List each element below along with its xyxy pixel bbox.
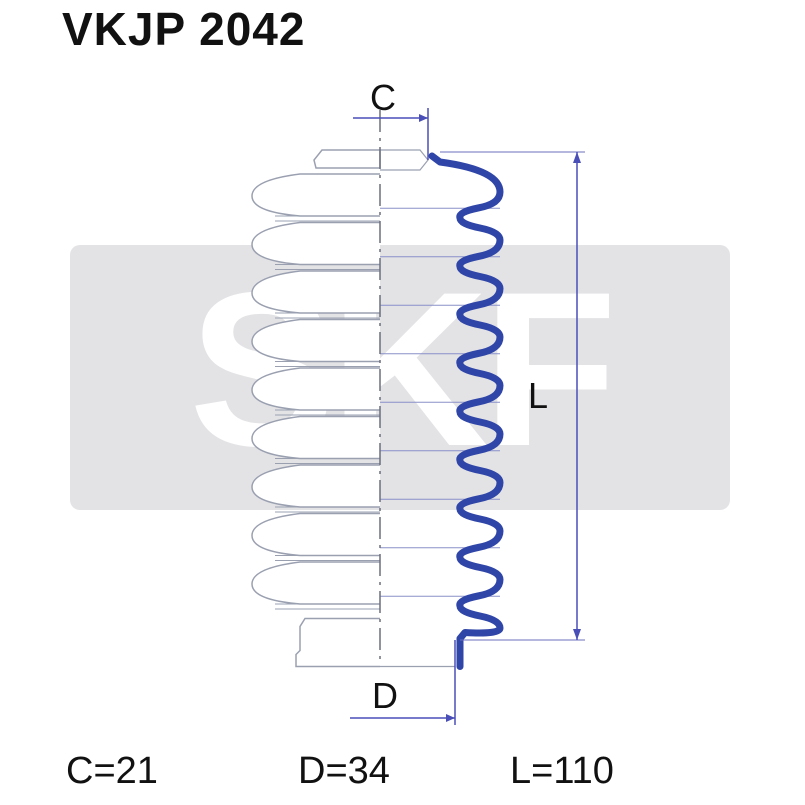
bellows-convolution [251,561,380,605]
bellows-convolution [251,270,380,314]
bellows-convolution [251,464,380,508]
bellows-convolution [251,318,380,363]
dimension-l: L [440,151,585,641]
spec-d: D=34 [298,750,390,792]
part-number-title: VKJP 2042 [62,3,306,55]
dimension-l-label: L [528,375,548,416]
top-collar [313,149,381,169]
bellows-outline-half [251,149,429,668]
skf-watermark: SKF [70,245,730,510]
spec-c: C=21 [66,750,158,792]
bellows-convolution [251,221,380,266]
watermark-band [70,245,730,510]
watermark-logo-text: SKF [189,246,611,492]
bellows-convolution [251,367,380,411]
dimension-c-label: C [370,77,396,118]
dimension-d: D [350,640,456,725]
bottom-collar [295,617,380,668]
dimension-c: C [353,77,429,160]
bellows-convolution [251,173,380,217]
spec-l: L=110 [510,750,614,792]
top-collar-right [380,149,429,171]
bellows-convolution [251,415,380,460]
dimension-d-label: D [372,675,398,716]
bellows-convolution [251,512,380,557]
bellows-section-profile [428,152,504,670]
